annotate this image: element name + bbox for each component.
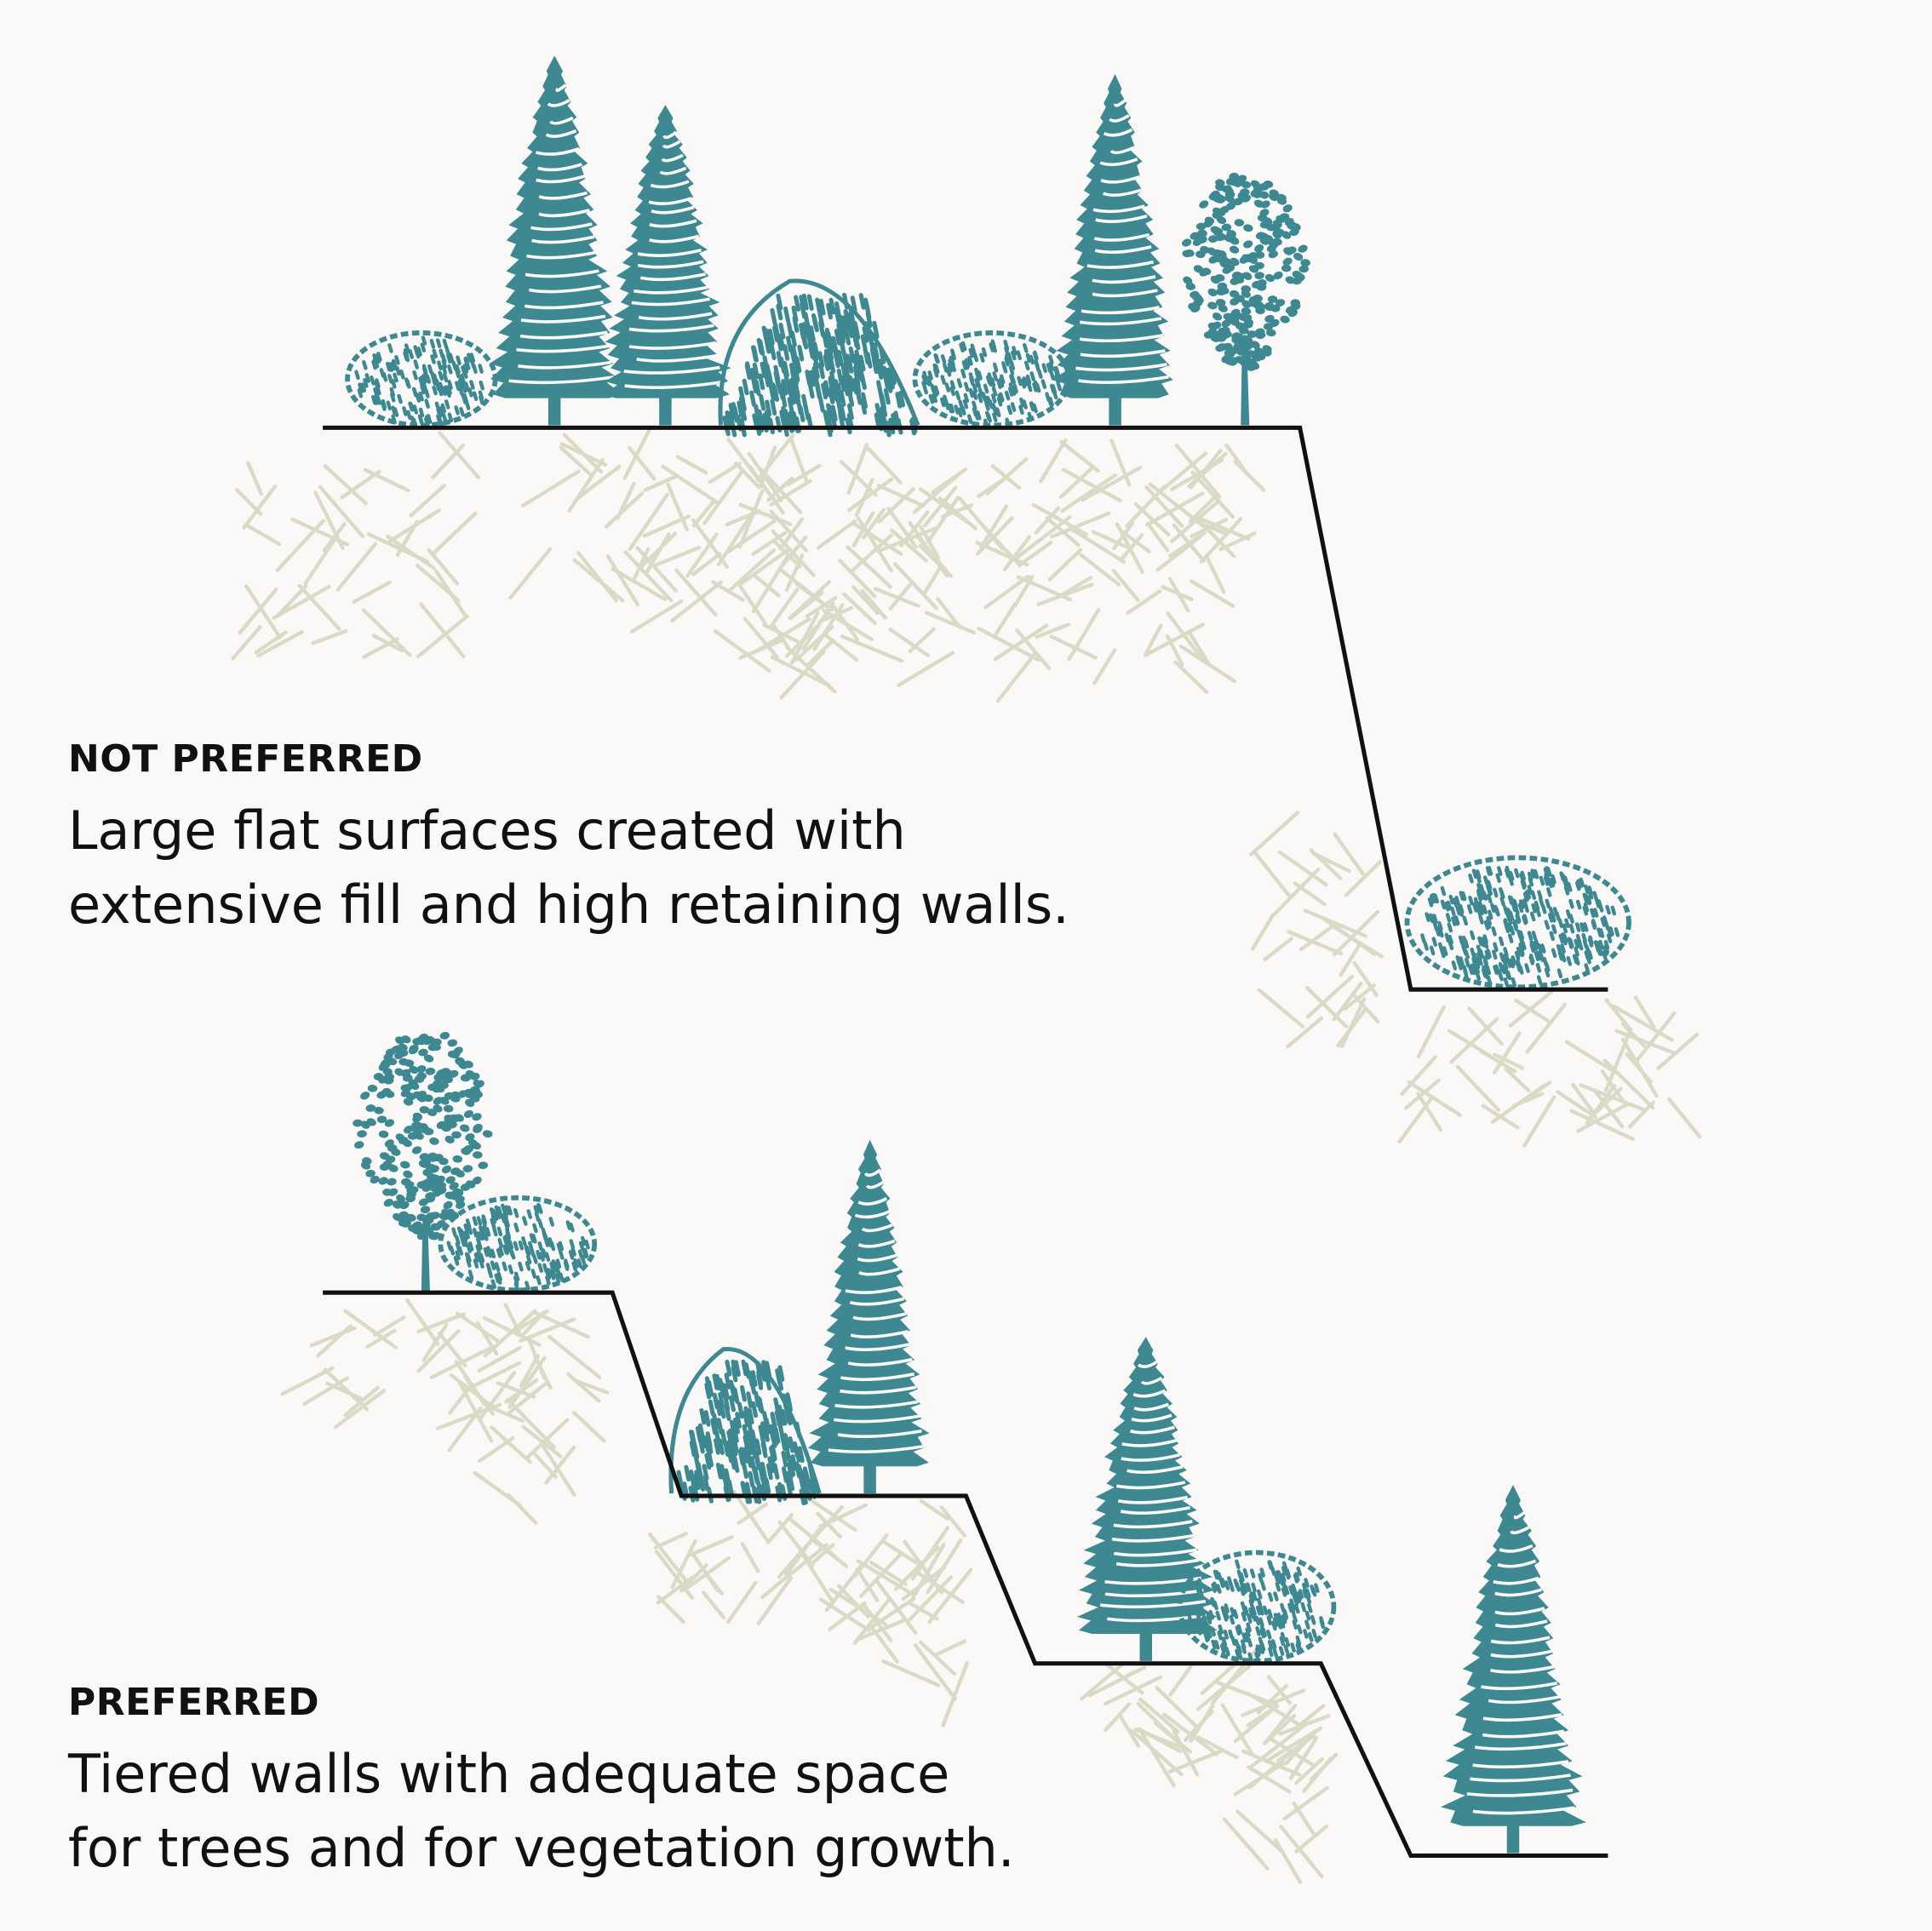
shrub (345, 330, 498, 428)
soil-hatch-patch (629, 507, 892, 700)
shrub (912, 330, 1072, 429)
ground-profile-preferred (323, 1290, 1608, 1859)
soil-hatch-patch (473, 1345, 610, 1525)
soil-hatch-patch (508, 426, 810, 617)
shrub (1404, 855, 1631, 990)
soil-hatch-patch (852, 1526, 973, 1728)
soil-hatch-patch (839, 438, 1266, 573)
leafy-shrub (718, 278, 920, 438)
soil-hatch-patch (1397, 989, 1702, 1148)
conifer-tree (807, 1139, 930, 1494)
soil-hatch-patch (975, 501, 1236, 703)
preferred-description: Tiered walls with adequate space for tre… (68, 1743, 1015, 1879)
vegetation (345, 55, 1631, 1854)
preferred-label: PREFERRED (68, 1681, 320, 1724)
shrub (1177, 1550, 1337, 1664)
deciduous-tree (353, 1032, 493, 1293)
soil-hatching (231, 426, 1702, 1884)
soil-hatch-patch (1222, 1704, 1339, 1884)
not-preferred-description: Large flat surfaces created with extensi… (68, 799, 1069, 936)
soil-hatch-patch (1249, 811, 1384, 1049)
conifer-tree (1052, 74, 1173, 426)
soil-hatch-patch (231, 431, 481, 661)
not-preferred-label: NOT PREFERRED (68, 737, 423, 781)
conifer-tree (603, 105, 732, 426)
conifer-tree (489, 55, 623, 426)
soil-hatch-patch (738, 451, 976, 694)
soil-hatch-patch (280, 1298, 602, 1453)
leafy-shrub (668, 1347, 822, 1506)
ground-profile-not-preferred (323, 425, 1608, 992)
conifer-tree (1077, 1337, 1218, 1661)
soil-hatch-patch (1080, 1649, 1326, 1788)
shrub (438, 1195, 598, 1293)
conifer-tree (1440, 1484, 1586, 1854)
deciduous-tree (1182, 172, 1310, 426)
